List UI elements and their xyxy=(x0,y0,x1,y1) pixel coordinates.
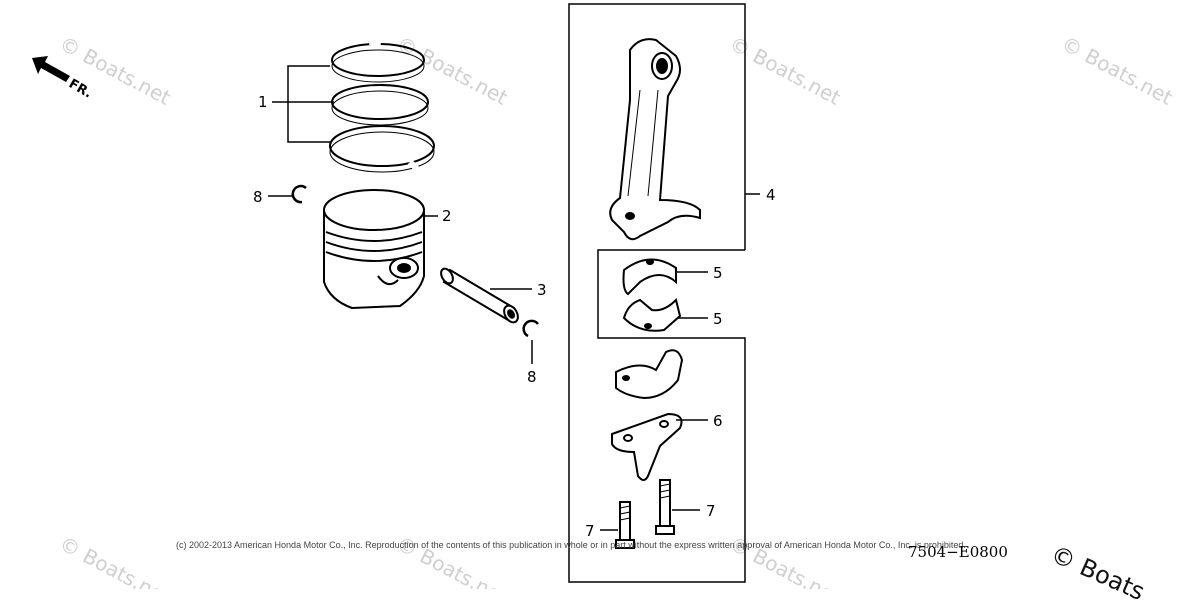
callout-number: 4 xyxy=(766,186,776,204)
front-arrow-icon xyxy=(32,56,70,82)
clip-right xyxy=(522,319,539,338)
callout-number: 1 xyxy=(258,93,268,111)
bearing-upper xyxy=(622,258,677,296)
callout-8-right: 8 xyxy=(527,340,537,386)
piston-pin xyxy=(440,267,519,324)
watermarks: © Boats.net © Boats.net © Boats.net © Bo… xyxy=(56,31,1177,606)
watermark-text: © Boats.net xyxy=(56,531,175,589)
callout-7-right: 7 xyxy=(672,502,716,520)
front-label: FR. xyxy=(66,76,94,101)
second-ring xyxy=(331,84,429,120)
callout-number: 2 xyxy=(442,207,452,225)
rod-cap xyxy=(615,349,684,400)
callout-5-bottom: 5 xyxy=(678,310,723,328)
callout-6: 6 xyxy=(676,412,723,430)
watermark-text: © Boats.net xyxy=(726,31,845,110)
callout-7-left: 7 xyxy=(585,522,618,540)
callout-number: 7 xyxy=(585,522,595,540)
copyright-notice: (c) 2002-2013 American Honda Motor Co., … xyxy=(176,540,966,550)
callout-5-top: 5 xyxy=(676,264,723,282)
piston-rings xyxy=(329,39,435,173)
bearing-lower xyxy=(622,298,682,332)
parts-diagram: © Boats.net © Boats.net © Boats.net © Bo… xyxy=(32,3,1177,606)
assembly-bracket xyxy=(568,3,746,583)
callout-number: 7 xyxy=(706,502,716,520)
bolt-left xyxy=(615,501,635,549)
diagram-code: 7504−E0800 xyxy=(908,543,1008,561)
callout-number: 5 xyxy=(713,264,723,282)
callout-number: 8 xyxy=(253,188,263,206)
callout-4: 4 xyxy=(745,186,776,204)
oil-ring xyxy=(329,125,435,167)
callout-1: 1 xyxy=(258,65,334,143)
clip-left xyxy=(291,184,307,204)
watermark-text: © Boats.net xyxy=(1058,31,1177,110)
callout-number: 8 xyxy=(527,368,537,386)
watermark-text: © Boats.net xyxy=(56,31,175,110)
callout-number: 6 xyxy=(713,412,723,430)
callout-8-left: 8 xyxy=(253,188,292,206)
callout-3: 3 xyxy=(490,281,547,299)
piston xyxy=(323,189,425,310)
callout-2: 2 xyxy=(424,207,452,225)
oil-dipper xyxy=(611,412,683,481)
callout-number: 5 xyxy=(713,310,723,328)
callout-number: 3 xyxy=(537,281,547,299)
connecting-rod xyxy=(609,38,701,241)
bolt-right xyxy=(655,479,675,535)
